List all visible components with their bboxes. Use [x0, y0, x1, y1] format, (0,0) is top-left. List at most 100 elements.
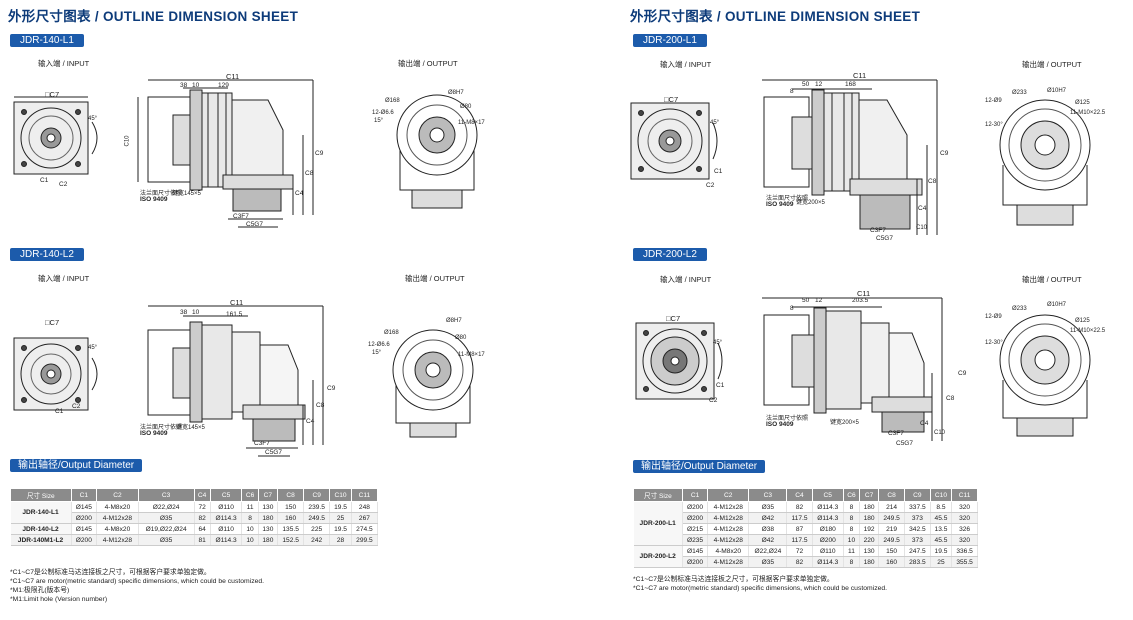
table-cell: Ø22,Ø24	[748, 545, 788, 557]
page-title-right: 外形尺寸图表 / OUTLINE DIMENSION SHEET	[630, 9, 921, 24]
dim-c9: C9	[940, 150, 949, 157]
table-cell: Ø180	[812, 523, 844, 535]
note-line: *C1~C7是公制标准马达连接板之尺寸，可根据客户要求单独定做。	[10, 569, 211, 576]
side-view-drawing	[128, 300, 338, 460]
table-cell: Ø42	[748, 512, 788, 524]
key-note: 键宽145×5	[172, 191, 201, 197]
table-cell: 10	[843, 534, 861, 546]
table-cell: Ø200	[71, 512, 98, 524]
dim-d168: Ø168	[384, 330, 399, 336]
dim-c10: C10	[124, 135, 131, 147]
dim-c3f7: C3F7	[870, 227, 886, 234]
dim-c5g7: C5G7	[246, 221, 263, 228]
table-cell: 373	[904, 512, 931, 524]
table-cell: 82	[194, 512, 211, 524]
table-cell: 248	[351, 501, 379, 513]
dim-angle: 45°	[88, 345, 98, 351]
dim-c7: □C7	[45, 90, 60, 99]
table-header-cell: C3	[748, 488, 788, 502]
output-label: 输出端 / OUTPUT	[1022, 60, 1082, 69]
table-header-cell: C11	[951, 488, 978, 502]
table-model-cell: JDR-140-L1	[10, 501, 72, 524]
side-view-drawing	[752, 75, 952, 245]
dim-12: 12	[815, 297, 823, 304]
table-cell: 64	[194, 523, 211, 535]
dim-129: 129	[218, 82, 229, 89]
input-label: 输入端 / INPUT	[660, 275, 712, 284]
table-header-cell: C3	[137, 488, 195, 502]
table-cell: 28	[329, 534, 352, 546]
table-cell: Ø35	[138, 512, 195, 524]
note-line: *C1~C7是公制标准马达连接板之尺寸，可根据客户要求单独定做。	[633, 576, 834, 583]
table-header-cell: C6	[842, 488, 861, 502]
table-header-cell: C8	[878, 488, 905, 502]
dim-c11: C11	[853, 71, 867, 80]
dim-d10h7: Ø10H7	[1047, 88, 1067, 94]
dim-c10: C10	[934, 430, 946, 436]
output-label: 输出端 / OUTPUT	[1022, 275, 1082, 284]
dim-38: 38	[180, 82, 188, 89]
dim-8: 8	[790, 88, 794, 95]
table-header-cell: 尺寸 Size	[10, 488, 72, 502]
table-cell: 72	[194, 501, 211, 513]
table-cell: Ø200	[682, 512, 709, 524]
table-cell: Ø200	[812, 534, 844, 546]
table-cell: 130	[258, 501, 279, 513]
note-line: *M1:极限孔(版本号)	[10, 587, 70, 594]
output-label: 输出端 / OUTPUT	[398, 59, 458, 68]
table-cell: 152.5	[277, 534, 305, 546]
flange-note: 法兰面尺寸依照	[140, 425, 183, 431]
note-line: *C1~C7 are motor(metric standard) specif…	[10, 578, 265, 585]
table-cell: 326	[951, 523, 978, 535]
table-header-cell: C2	[96, 488, 139, 502]
input-view-drawing	[8, 92, 108, 187]
table-cell: 8	[843, 523, 861, 535]
table-cell: 180	[258, 512, 279, 524]
dim-d125: Ø125	[1075, 318, 1090, 324]
table-cell: Ø114.3	[210, 512, 243, 524]
table-cell: 4-M12x28	[707, 501, 750, 513]
dim-c7: □C7	[664, 95, 679, 104]
table-cell: Ø114.3	[812, 501, 844, 513]
table-header-cell: C4	[193, 488, 211, 502]
table-cell: 4-M12x28	[707, 556, 750, 568]
dim-c2: C2	[706, 182, 715, 189]
table-cell: 87	[786, 523, 813, 535]
table-cell: 320	[951, 501, 978, 513]
table-header-cell: 尺寸 Size	[633, 488, 683, 502]
dim-c7: □C7	[666, 314, 681, 323]
table-header-cell: C2	[707, 488, 750, 502]
table-cell: 13.5	[930, 523, 953, 535]
table-header-cell: C7	[859, 488, 880, 502]
table-header-cell: C9	[303, 488, 331, 502]
dim-12: 12	[815, 81, 823, 88]
table-cell: 320	[951, 512, 978, 524]
table-cell: Ø110	[210, 501, 243, 513]
dim-c5g7: C5G7	[896, 440, 913, 447]
dim-c8: C8	[305, 170, 314, 177]
table-cell: 239.5	[303, 501, 331, 513]
table-header-cell: C6	[241, 488, 259, 502]
table-cell: 45.5	[930, 534, 953, 546]
dim-c8: C8	[946, 395, 955, 402]
table-cell: Ø110	[210, 523, 243, 535]
table-cell: 355.5	[951, 556, 978, 568]
table-cell: Ø114.3	[812, 556, 844, 568]
dim-c8: C8	[316, 402, 325, 409]
table-cell: Ø200	[682, 556, 709, 568]
table-cell: Ø38	[748, 523, 788, 535]
table-cell: 373	[904, 534, 931, 546]
dim-168: 168	[845, 81, 856, 88]
dim-angle: 12-30°	[985, 340, 1003, 346]
dim-c2: C2	[59, 181, 68, 188]
table-header-cell: C11	[350, 488, 379, 502]
output-view-drawing	[392, 80, 482, 210]
table-cell: 150	[277, 501, 305, 513]
dim-c3f7: C3F7	[888, 430, 904, 437]
dim-d10h7: Ø10H7	[1047, 302, 1067, 308]
